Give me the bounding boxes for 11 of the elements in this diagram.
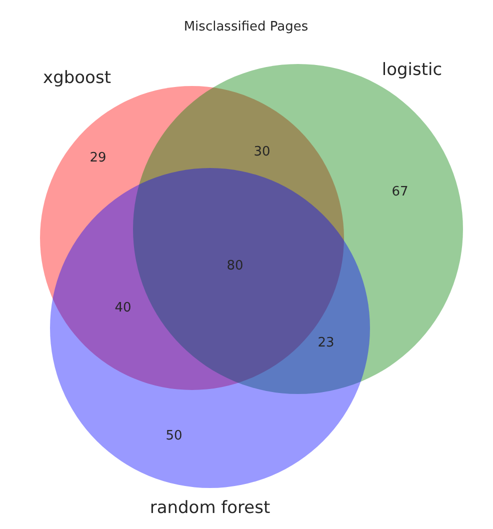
region-count: 29	[90, 150, 106, 166]
region-count: 50	[166, 428, 182, 444]
region-count: 40	[114, 300, 132, 316]
region-count: 67	[392, 184, 408, 200]
chart-title: Misclassified Pages	[184, 20, 308, 34]
set-label: random forest	[150, 498, 270, 518]
region-count: 23	[318, 336, 334, 350]
region-count: 30	[254, 144, 270, 160]
set-label: xgboost	[43, 68, 111, 88]
region-count: 80	[226, 258, 244, 274]
set-label: logistic	[382, 60, 442, 80]
